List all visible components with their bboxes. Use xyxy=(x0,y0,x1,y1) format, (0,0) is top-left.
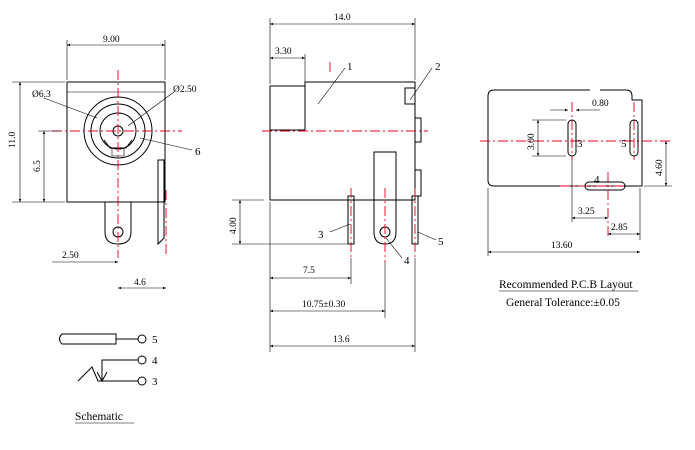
side-dim-pin-height: 4.00 xyxy=(229,217,239,234)
callout-1: 1 xyxy=(347,61,353,73)
pcb-dim-pin-spacing: 4.60 xyxy=(655,159,665,176)
front-dim-side-offset: 4.6 xyxy=(134,278,146,288)
pcb-pad-3 xyxy=(567,119,577,157)
pcb-dim-slot-width: 0.80 xyxy=(592,99,609,109)
schematic-node-4 xyxy=(137,355,147,365)
pcb-pad-5 xyxy=(629,119,639,157)
pcb-dim-total: 13.60 xyxy=(551,241,573,251)
pcb-dim-pin4-x: 3.25 xyxy=(578,207,595,217)
side-dim-pin4: 10.75±0.30 xyxy=(302,300,345,310)
pcb-layout: 3 5 4 0.80 3.00 4.60 3.25 2.85 13.60 Rec… xyxy=(480,89,672,309)
pcb-dim-pin4-off: 2.85 xyxy=(611,223,628,233)
pcb-pad-label-4: 4 xyxy=(594,174,600,186)
schematic-node-5 xyxy=(137,334,147,344)
side-dim-pin3: 7.5 xyxy=(303,266,315,276)
front-dim-pin-dia: Ø2.50 xyxy=(173,85,197,95)
front-dim-pin-offset: 2.50 xyxy=(62,251,79,261)
front-pin-tab xyxy=(104,202,132,245)
schematic-pin-4: 4 xyxy=(152,355,158,367)
side-dim-front: 3.30 xyxy=(275,47,292,57)
side-view: 1 2 3 4 5 14.0 3.30 4.00 7.5 10.75±0.30 … xyxy=(229,13,444,352)
pcb-outline xyxy=(487,89,643,187)
front-view: 9.00 11.0 6.5 Ø6.3 Ø2.50 6 2.50 4.6 xyxy=(8,35,201,290)
schematic-pin-3: 3 xyxy=(152,376,158,388)
pcb-pad-label-5: 5 xyxy=(621,138,627,150)
pcb-pad-4 xyxy=(584,181,626,191)
front-dim-width: 9.00 xyxy=(103,35,120,45)
front-dim-height: 11.0 xyxy=(8,131,18,148)
side-dim-pin5: 13.6 xyxy=(333,335,350,345)
side-dim-length: 14.0 xyxy=(334,13,351,23)
schematic: 5 4 3 Schematic xyxy=(59,333,158,424)
callout-5: 5 xyxy=(438,236,444,248)
side-body xyxy=(269,81,416,201)
callout-3: 3 xyxy=(318,229,324,241)
pcb-pad-label-3: 3 xyxy=(577,138,583,150)
schematic-title: Schematic xyxy=(75,411,123,423)
pcb-tolerance: General Tolerance:±0.05 xyxy=(506,297,620,309)
schematic-plug xyxy=(59,333,117,345)
pcb-title: Recommended P.C.B Layout xyxy=(499,279,633,291)
callout-4: 4 xyxy=(404,255,410,267)
callout-2: 2 xyxy=(435,61,441,73)
front-dim-outer-dia: Ø6.3 xyxy=(32,90,51,100)
schematic-pin-5: 5 xyxy=(152,334,158,346)
schematic-node-3 xyxy=(137,376,147,386)
pcb-dim-slot-len: 3.00 xyxy=(527,133,537,150)
callout-6: 6 xyxy=(195,146,201,158)
front-body xyxy=(66,81,166,203)
front-dim-center: 6.5 xyxy=(33,160,43,172)
